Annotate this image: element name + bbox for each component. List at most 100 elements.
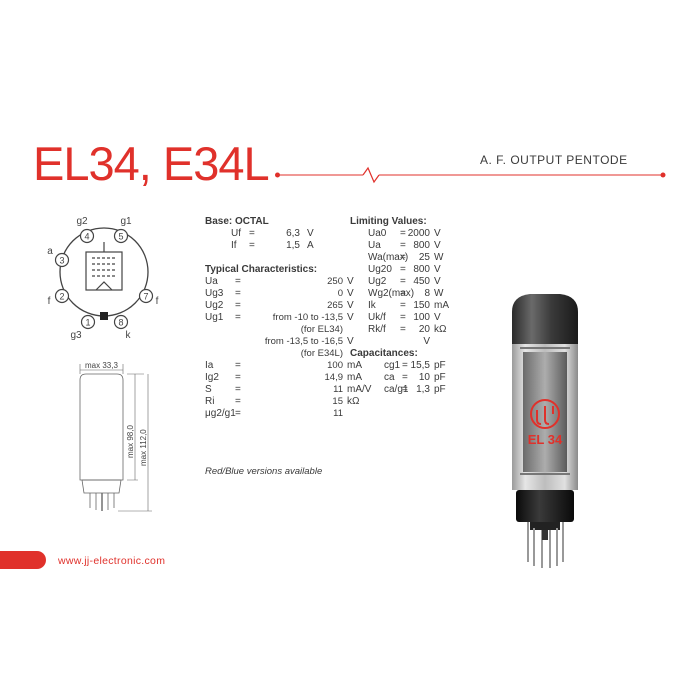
spec-unit: V: [347, 336, 354, 347]
spec-equals: =: [235, 360, 241, 371]
spec-value: (for E34L): [300, 348, 343, 359]
website-link[interactable]: www.jj-electronic.com: [58, 555, 166, 567]
spec-value: V: [423, 336, 430, 347]
spec-value: 11: [333, 408, 343, 419]
spec-equals: =: [249, 228, 255, 239]
spec-equals: =: [235, 288, 241, 299]
page-subtitle: A. F. OUTPUT PENTODE: [480, 153, 628, 167]
spec-value: 800: [413, 240, 430, 251]
spec-symbol: Ia: [205, 360, 214, 371]
base-heading: Base: OCTAL: [205, 216, 269, 227]
spec-symbol: Ug2: [368, 276, 387, 287]
svg-text:5: 5: [118, 232, 123, 242]
typical-heading: Typical Characteristics:: [205, 264, 318, 275]
svg-text:a: a: [47, 246, 53, 257]
spec-equals: =: [235, 312, 241, 323]
spec-value: 14,9: [324, 372, 344, 383]
spec-value: 15,5: [410, 360, 430, 371]
spec-row: Uf = 6,3 V: [205, 228, 345, 240]
svg-text:g2: g2: [76, 216, 88, 227]
spec-symbol: If: [231, 240, 237, 251]
spec-symbol: Ua: [368, 240, 381, 251]
svg-text:g3: g3: [70, 330, 82, 341]
spec-symbol: μg2/g1: [205, 408, 236, 419]
svg-text:g1: g1: [120, 216, 132, 227]
spec-value: 1,5: [286, 240, 300, 251]
spec-value: 25: [418, 252, 430, 263]
svg-text:2: 2: [59, 292, 64, 302]
spec-equals: =: [400, 252, 406, 263]
spec-equals: =: [400, 240, 406, 251]
spec-unit: mA: [347, 372, 362, 383]
spec-unit: V: [347, 312, 354, 323]
spec-symbol: Uf: [231, 228, 241, 239]
spec-row: V: [350, 336, 490, 348]
spec-unit: V: [434, 312, 441, 323]
pin-4: 4 g2: [76, 216, 95, 244]
spec-symbol: Ug3: [205, 288, 224, 299]
spec-symbol: Ri: [205, 396, 215, 407]
spec-equals: =: [400, 300, 406, 311]
limiting-heading: Limiting Values:: [350, 216, 427, 227]
spec-value: 6,3: [286, 228, 300, 239]
svg-text:f: f: [48, 296, 51, 307]
spec-unit: V: [307, 228, 314, 239]
spec-symbol: Ig2: [205, 372, 219, 383]
spec-value: 10: [418, 372, 430, 383]
spec-equals: =: [402, 360, 408, 371]
spec-unit: V: [434, 264, 441, 275]
tube-label: EL 34: [528, 432, 563, 447]
spec-unit: A: [307, 240, 314, 251]
svg-text:max 33,3: max 33,3: [85, 361, 118, 370]
svg-text:3: 3: [59, 256, 64, 266]
spec-unit: pF: [434, 384, 446, 395]
spec-equals: =: [235, 300, 241, 311]
svg-text:max 98,0: max 98,0: [126, 425, 135, 458]
spec-symbol: Ug2: [205, 300, 224, 311]
spec-value: 15: [332, 396, 343, 407]
spec-value: 150: [413, 300, 430, 311]
spec-value: 0: [337, 288, 343, 299]
spec-unit: W: [434, 252, 444, 263]
pin-3: 3 a: [47, 246, 70, 268]
spec-value: from -10 to -13,5: [272, 312, 343, 323]
spec-unit: kΩ: [347, 396, 360, 407]
spec-unit: kΩ: [434, 324, 447, 335]
spec-unit: pF: [434, 360, 446, 371]
pin-2: 2 f: [48, 288, 70, 307]
spec-equals: =: [400, 276, 406, 287]
spec-row: (for E34L): [205, 348, 345, 360]
spec-row: (for EL34): [205, 324, 345, 336]
spec-value: 20: [418, 324, 430, 335]
versions-note: Red/Blue versions available: [205, 466, 323, 477]
pin-5: 5 g1: [113, 216, 132, 244]
spec-unit: mA: [347, 360, 362, 371]
footer-accent-bar: [0, 551, 46, 569]
pinout-diagram: 4 g2 5 g1 3 a 2 f 7 f 1 g3 8 k: [47, 216, 159, 341]
spec-value: 800: [413, 264, 430, 275]
spec-value: 250: [327, 276, 343, 287]
spec-symbol: ca/g1: [384, 384, 409, 395]
pin-1: 1 g3: [70, 314, 96, 341]
spec-value: 11: [333, 384, 343, 395]
spec-unit: V: [347, 300, 354, 311]
pin-7: 7 f: [138, 288, 159, 307]
spec-equals: =: [400, 228, 406, 239]
spec-value: 100: [413, 312, 430, 323]
spec-unit: V: [434, 228, 441, 239]
spec-equals: =: [400, 288, 406, 299]
